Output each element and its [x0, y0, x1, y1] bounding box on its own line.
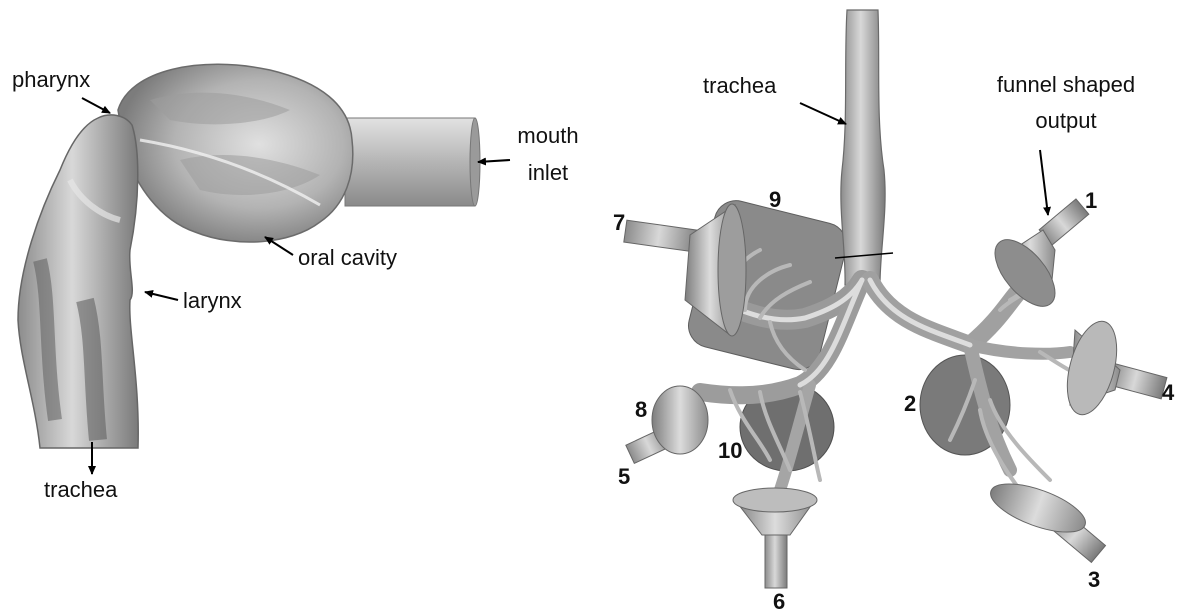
outlet-number-6: 6 [773, 589, 785, 612]
funnel-output-arrow [1040, 150, 1048, 215]
right-trachea-arrow [800, 103, 846, 124]
larynx-arrow [145, 292, 178, 300]
funnel-outlet-6 [733, 488, 817, 588]
funnel-outlet-7 [624, 204, 746, 336]
outlet-number-2: 2 [904, 391, 916, 416]
label-funnel-line1: funnel shaped [997, 72, 1135, 97]
label-mouth-inlet-line1: mouth [517, 123, 578, 148]
oral-cavity-shape [118, 64, 353, 242]
funnel-outlet-1 [984, 199, 1089, 317]
label-pharynx: pharynx [12, 67, 90, 92]
outlet-number-8: 8 [635, 397, 647, 422]
pharynx-larynx-column [18, 115, 138, 448]
pharynx-arrow [82, 98, 110, 113]
funnel-outlet-4 [1058, 316, 1167, 420]
label-right-trachea: trachea [703, 73, 777, 98]
label-larynx: larynx [183, 288, 242, 313]
outlet-number-1: 1 [1085, 188, 1097, 213]
outlet-number-3: 3 [1088, 567, 1100, 592]
label-left-trachea: trachea [44, 477, 118, 502]
right-trachea-tube [841, 10, 885, 285]
outlet-number-5: 5 [618, 464, 630, 489]
outlet-number-7: 7 [613, 210, 625, 235]
mouth-inlet-cylinder [345, 118, 480, 206]
outlet-number-9: 9 [769, 187, 781, 212]
outlet-number-10: 10 [718, 438, 742, 463]
label-oral-cavity: oral cavity [298, 245, 397, 270]
funnel-outlet-3 [985, 474, 1106, 562]
mouth-inlet-arrow [478, 160, 510, 162]
upper-airway-model [18, 64, 480, 448]
outlet-number-4: 4 [1162, 380, 1175, 405]
label-funnel-line2: output [1035, 108, 1096, 133]
label-mouth-inlet-line2: inlet [528, 160, 568, 185]
